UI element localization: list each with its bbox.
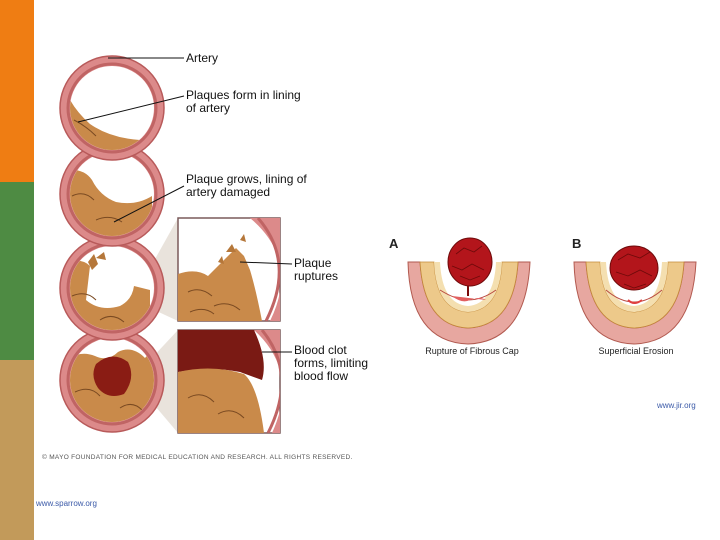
zoom-box-clot bbox=[177, 329, 281, 434]
label-plaque-grows: Plaque grows, lining of artery damaged bbox=[186, 172, 307, 199]
panel-b-letter: B bbox=[572, 236, 582, 251]
panel-a-caption: Rupture of Fibrous Cap bbox=[425, 346, 519, 356]
side-band-green bbox=[0, 182, 34, 360]
copyright-notice: © MAYO FOUNDATION FOR MEDICAL EDUCATION … bbox=[42, 454, 353, 461]
zoom-box-rupture bbox=[177, 217, 281, 322]
leader-plaque-grows bbox=[113, 185, 185, 223]
panel-a-illustration bbox=[407, 237, 531, 345]
side-band-orange bbox=[0, 0, 34, 182]
side-band-tan bbox=[0, 360, 34, 540]
label-blood-clot: Blood clot forms, limiting blood flow bbox=[294, 343, 369, 383]
panel-a-letter: A bbox=[389, 236, 399, 251]
credit-url-right[interactable]: www.jir.org bbox=[657, 401, 696, 410]
panel-b-illustration bbox=[573, 245, 697, 345]
artery-stage-4 bbox=[59, 327, 165, 433]
credit-url-left[interactable]: www.sparrow.org bbox=[36, 499, 97, 508]
label-plaque-ruptures: Plaque ruptures bbox=[294, 256, 339, 283]
artery-stage-2 bbox=[59, 141, 165, 247]
artery-stage-1 bbox=[59, 55, 165, 161]
panel-b-caption: Superficial Erosion bbox=[598, 346, 674, 356]
leader-plaque-ruptures bbox=[239, 261, 293, 265]
leader-plaques-form bbox=[77, 95, 185, 123]
label-artery: Artery bbox=[186, 51, 219, 65]
artery-stage-3 bbox=[59, 235, 165, 341]
label-plaques-form: Plaques form in lining of artery bbox=[186, 88, 301, 115]
